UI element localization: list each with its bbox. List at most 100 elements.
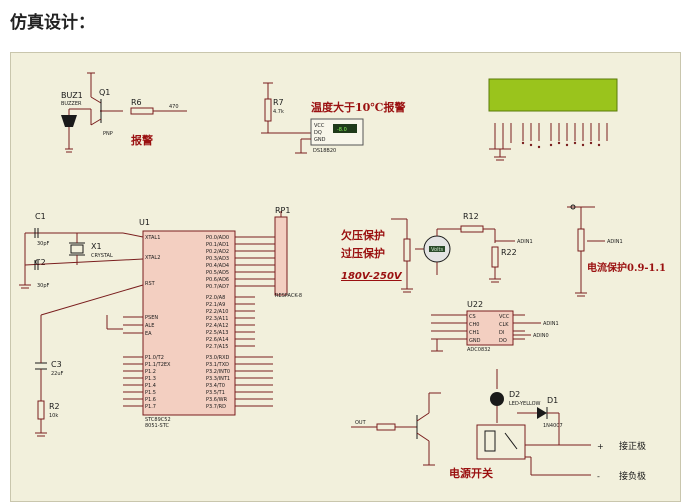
lcd-screen bbox=[488, 78, 618, 112]
page-heading: 仿真设计： bbox=[10, 13, 95, 33]
svg-text:P3.0/RXD: P3.0/RXD bbox=[206, 355, 230, 361]
undervoltage-label: 欠压保护 bbox=[341, 228, 385, 242]
ds18b20-label: DS18B20 bbox=[313, 148, 336, 154]
svg-text:XTAL1: XTAL1 bbox=[145, 235, 160, 241]
svg-text:P2.3/A11: P2.3/A11 bbox=[206, 316, 228, 322]
d2-part: LED-YELLOW bbox=[509, 401, 541, 407]
svg-text:XTAL2: XTAL2 bbox=[145, 255, 160, 261]
svg-text:CS: CS bbox=[469, 314, 476, 320]
d1-part: 1N4007 bbox=[543, 423, 563, 429]
led-d2-icon bbox=[490, 392, 504, 406]
r22-resistor bbox=[491, 246, 499, 268]
svg-text:VCC: VCC bbox=[314, 123, 325, 129]
svg-text:P2.0/A8: P2.0/A8 bbox=[206, 295, 225, 301]
c2-value: 30pF bbox=[37, 283, 50, 289]
r7-resistor bbox=[264, 98, 272, 122]
rp1-label: RP1 bbox=[275, 206, 290, 215]
lcd-section bbox=[488, 78, 618, 161]
svg-text:P3.2/INT0: P3.2/INT0 bbox=[206, 369, 230, 375]
buz1-part: BUZZER bbox=[61, 101, 82, 107]
out-label: OUT bbox=[355, 420, 367, 426]
svg-text:DI: DI bbox=[499, 330, 504, 336]
svg-text:P0.0/AD0: P0.0/AD0 bbox=[206, 235, 229, 241]
r6-net: 470 bbox=[169, 104, 179, 110]
pos-terminal-label: 接正极 bbox=[619, 440, 646, 452]
r12-label: R12 bbox=[463, 212, 479, 221]
q1-type: PNP bbox=[103, 131, 113, 137]
svg-text:P2.4/A12: P2.4/A12 bbox=[206, 323, 228, 329]
buz1-label: BUZ1 bbox=[61, 91, 83, 100]
r6-label: R6 bbox=[131, 98, 142, 107]
svg-text:P0.3/AD3: P0.3/AD3 bbox=[206, 256, 229, 262]
u22-chip bbox=[466, 310, 514, 346]
svg-text:P2.6/A14: P2.6/A14 bbox=[206, 337, 228, 343]
adin1-label: ADIN1 bbox=[517, 239, 533, 245]
svg-text:CH1: CH1 bbox=[469, 330, 479, 336]
x1-label: X1 bbox=[91, 242, 102, 251]
svg-text:P1.1/T2EX: P1.1/T2EX bbox=[145, 362, 171, 368]
svg-text:P3.5/T1: P3.5/T1 bbox=[206, 390, 225, 396]
svg-text:P1.5: P1.5 bbox=[145, 390, 156, 396]
pos-sign: + bbox=[597, 442, 604, 451]
svg-text:ALE: ALE bbox=[145, 323, 154, 329]
svg-text:EA: EA bbox=[145, 331, 152, 337]
base-resistor bbox=[376, 423, 396, 431]
u22-label: U22 bbox=[467, 300, 483, 309]
relay-box bbox=[476, 424, 526, 460]
r7-label: R7 bbox=[273, 98, 284, 107]
oscillator-section: C1 30pF X1 CRYSTAL C2 30pF bbox=[19, 212, 144, 289]
r2-value: 10k bbox=[49, 413, 58, 419]
pot-right bbox=[577, 228, 585, 252]
svg-text:RST: RST bbox=[145, 281, 156, 287]
svg-text:P1.3: P1.3 bbox=[145, 376, 156, 382]
svg-text:P0.6/AD6: P0.6/AD6 bbox=[206, 277, 229, 283]
mcu-section: U1 STC89C52 8051-STC XTAL1 XTAL2 RST PSE… bbox=[123, 218, 275, 429]
diode-d1-icon bbox=[537, 407, 547, 419]
buzzer-icon bbox=[61, 115, 77, 127]
u1-label: U1 bbox=[139, 218, 150, 227]
power-switch-label: 电源开关 bbox=[449, 466, 493, 480]
crystal-icon bbox=[70, 244, 84, 254]
svg-text:P3.3/INT1: P3.3/INT1 bbox=[206, 376, 230, 382]
voltage-section: 欠压保护 过压保护 180V-250V Volts R12 ADIN1 R22 bbox=[341, 212, 533, 293]
temp-alarm-label: 温度大于10℃报警 bbox=[311, 100, 406, 114]
u1-sub: 8051-STC bbox=[145, 423, 169, 429]
svg-text:P2.5/A13: P2.5/A13 bbox=[206, 330, 228, 336]
current-section: ADIN1 电流保护0.9-1.1 bbox=[567, 204, 666, 297]
c3-label: C3 bbox=[51, 360, 62, 369]
svg-text:P2.1/A9: P2.1/A9 bbox=[206, 302, 225, 308]
svg-text:P2.7/A15: P2.7/A15 bbox=[206, 344, 228, 350]
r2-label: R2 bbox=[49, 402, 60, 411]
svg-text:P3.1/TXD: P3.1/TXD bbox=[206, 362, 229, 368]
rp1-pack bbox=[274, 216, 288, 296]
svg-text:P1.4: P1.4 bbox=[145, 383, 156, 389]
reset-section: C3 22uF R2 10k bbox=[35, 284, 144, 437]
overvoltage-label: 过压保护 bbox=[341, 246, 385, 260]
c1-label: C1 bbox=[35, 212, 46, 221]
relay-coil-icon bbox=[484, 430, 496, 452]
svg-text:CH0: CH0 bbox=[469, 322, 479, 328]
pot-left bbox=[403, 238, 411, 262]
alarm-label: 报警 bbox=[131, 133, 153, 147]
r7-value: 4.7k bbox=[273, 109, 284, 115]
schematic-sheet: BUZ1 BUZZER Q1 PNP R6 470 报警 R7 4.7k VC bbox=[10, 52, 681, 502]
temp-value: -8.0 bbox=[337, 127, 347, 133]
u1-chip bbox=[142, 230, 236, 416]
svg-text:P0.2/AD2: P0.2/AD2 bbox=[206, 249, 229, 255]
svg-text:DQ: DQ bbox=[314, 130, 322, 136]
r12-resistor bbox=[460, 225, 484, 233]
u1-part: STC89C52 bbox=[145, 417, 171, 423]
svg-text:P0.4/AD4: P0.4/AD4 bbox=[206, 263, 229, 269]
r22-label: R22 bbox=[501, 248, 517, 257]
svg-text:P3.7/RD: P3.7/RD bbox=[206, 404, 226, 410]
svg-text:P0.5/AD5: P0.5/AD5 bbox=[206, 270, 229, 276]
d1-label: D1 bbox=[547, 396, 558, 405]
volt-meter-label: Volts bbox=[431, 247, 443, 253]
rp1-part: RESPACK-8 bbox=[275, 293, 302, 299]
svg-text:P1.6: P1.6 bbox=[145, 397, 156, 403]
svg-text:P1.7: P1.7 bbox=[145, 404, 156, 410]
neg-sign: - bbox=[597, 472, 600, 481]
rp1-section: RP1 RESPACK-8 bbox=[274, 206, 302, 299]
svg-text:P0.1/AD1: P0.1/AD1 bbox=[206, 242, 229, 248]
